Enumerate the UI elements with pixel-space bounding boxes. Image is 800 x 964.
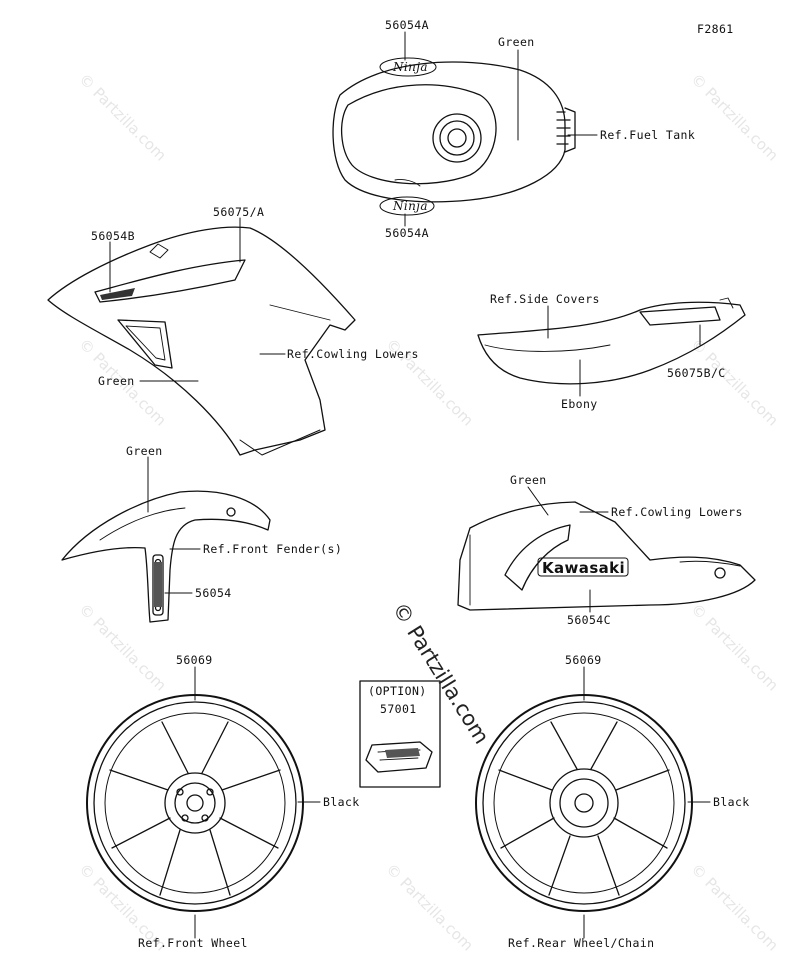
label-tank-bottom-part: 56054A [385, 226, 429, 240]
kawasaki-decal-text: Kawasaki [542, 559, 626, 577]
label-side-cover-color: Ebony [561, 397, 598, 411]
label-tank-color: Green [498, 35, 535, 49]
ninja-decal-text: Ninja [393, 60, 428, 74]
upper-cowl-illustration [47, 226, 356, 456]
ninja-decal-top [379, 57, 437, 77]
label-front-wheel-part: 56069 [176, 653, 213, 667]
label-fuel-tank-ref: Ref.Fuel Tank [600, 128, 696, 142]
label-fender-color: Green [126, 444, 163, 458]
front-fender-illustration [61, 490, 271, 623]
label-cowl-color: Green [98, 374, 135, 388]
label-fender-part: 56054 [195, 586, 232, 600]
leader-lines [109, 31, 711, 939]
label-tank-top-part: 56054A [385, 18, 429, 32]
ninja-decal-text: Ninja [393, 199, 428, 213]
label-option: (OPTION) [368, 684, 427, 698]
label-cowl-part-b: 56054B [91, 229, 135, 243]
label-side-cover-ref: Ref.Side Covers [490, 292, 600, 306]
label-cowl-part-a: 56075/A [213, 205, 265, 219]
label-cowl-ref: Ref.Cowling Lowers [287, 347, 419, 361]
lower-cowl-illustration [457, 501, 756, 611]
label-rear-wheel-color: Black [713, 795, 750, 809]
ninja-decal-bottom [379, 196, 435, 216]
label-rear-wheel-ref: Ref.Rear Wheel/Chain [508, 936, 655, 950]
label-lower-cowl-ref: Ref.Cowling Lowers [611, 505, 743, 519]
front-wheel-illustration [86, 694, 304, 912]
fuel-tank-illustration [332, 61, 576, 203]
label-front-wheel-color: Black [323, 795, 360, 809]
label-rear-wheel-part: 56069 [565, 653, 602, 667]
rear-wheel-illustration [475, 694, 693, 912]
label-lower-cowl-part: 56054C [567, 613, 611, 627]
label-front-wheel-ref: Ref.Front Wheel [138, 936, 248, 950]
label-lower-cowl-color: Green [510, 473, 547, 487]
side-cover-illustration [477, 297, 746, 385]
label-fender-ref: Ref.Front Fender(s) [203, 542, 343, 556]
label-side-cover-part: 56075B/C [667, 366, 726, 380]
figure-code: F2861 [697, 22, 734, 36]
label-option-part: 57001 [380, 702, 417, 716]
